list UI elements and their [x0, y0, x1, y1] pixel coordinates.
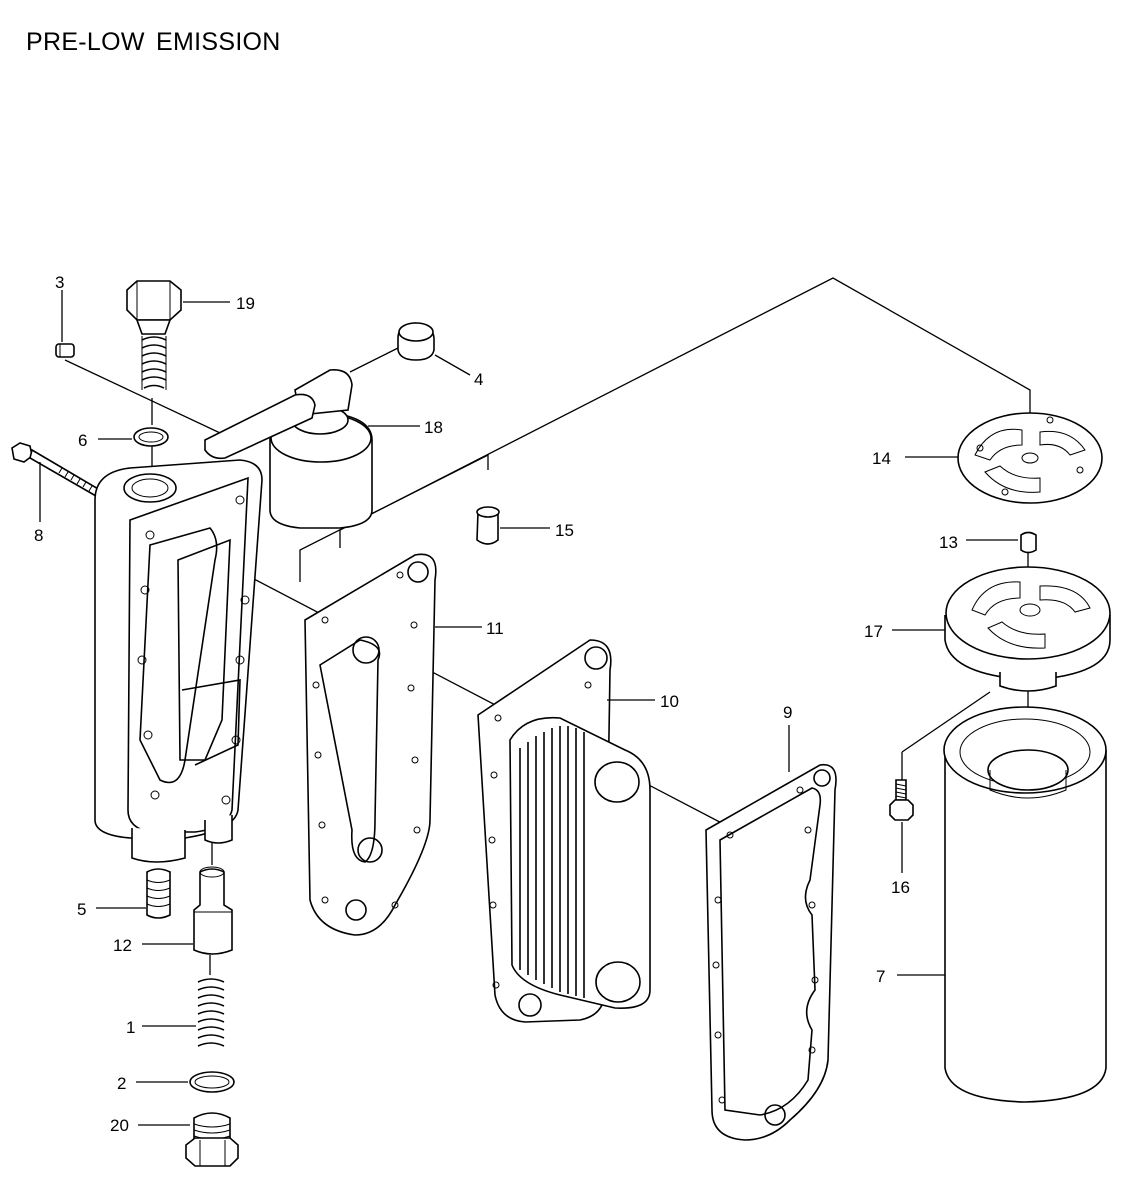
callout-20: 20: [110, 1116, 129, 1135]
part-4-cap: [349, 322, 435, 373]
callout-15: 15: [555, 521, 574, 540]
part-17-adapter: [944, 566, 1111, 692]
callout-16: 16: [891, 878, 910, 897]
callout-5: 5: [77, 900, 86, 919]
part-11-gasket: [304, 553, 437, 936]
callout-17: 17: [864, 622, 883, 641]
callout-4: 4: [474, 370, 483, 389]
callout-12: 12: [113, 936, 132, 955]
part-8-long-bolt: [11, 442, 102, 498]
callout-9: 9: [783, 703, 792, 722]
leader-lines: [39, 290, 1018, 1126]
part-6-o-ring: [133, 427, 169, 447]
callout-11: 11: [486, 619, 504, 638]
cooler-housing: [94, 459, 263, 863]
part-7-filter: [943, 706, 1107, 1103]
callout-labels: 3 19 4 6 18 8 15 11 10 9 14 13 17 16 7 5…: [34, 273, 958, 1135]
part-1-spring: [197, 978, 225, 1047]
part-2-o-ring: [189, 1071, 235, 1093]
part-14-plate: [957, 412, 1103, 504]
part-15-sleeve: [476, 506, 500, 545]
callout-18: 18: [424, 418, 443, 437]
part-12-valve: [193, 866, 233, 955]
callout-2: 2: [117, 1074, 126, 1093]
part-13-pin: [1020, 531, 1037, 554]
callout-7: 7: [876, 967, 885, 986]
part-5-plug: [146, 868, 171, 919]
callout-1: 1: [126, 1018, 135, 1037]
callout-3: 3: [55, 273, 64, 292]
part-18-filter-head: [204, 368, 373, 529]
part-20-drain-plug: [185, 1112, 239, 1167]
part-9-gasket: [705, 763, 837, 1141]
callout-10: 10: [660, 692, 679, 711]
part-3-plug: [55, 343, 75, 358]
callout-8: 8: [34, 526, 43, 545]
callout-19: 19: [236, 294, 255, 313]
part-16-bolt: [889, 691, 991, 821]
part-19-bolt: [126, 280, 182, 390]
diagram-title: PRE-LOW EMISSION: [26, 28, 281, 56]
part-10-cooler-core: [477, 639, 651, 1023]
callout-14: 14: [872, 449, 891, 468]
callout-13: 13: [939, 533, 958, 552]
callout-6: 6: [78, 431, 87, 450]
